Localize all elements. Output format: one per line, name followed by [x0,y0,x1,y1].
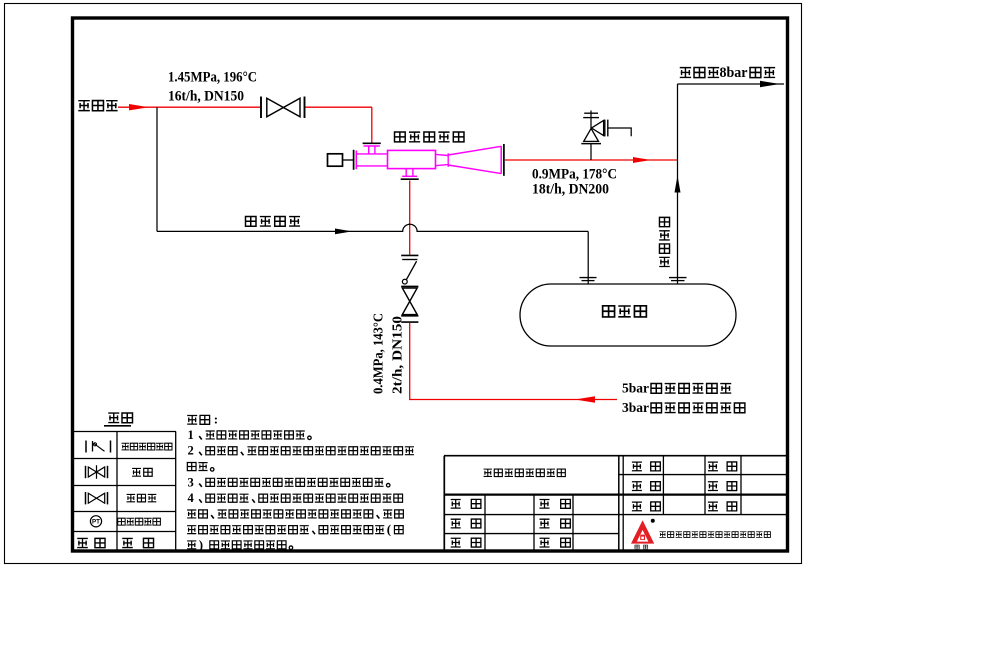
svg-text:0.4MPa, 143°C: 0.4MPa, 143°C [371,313,386,394]
svg-text:): ) [199,537,203,552]
svg-text:18t/h, DN200: 18t/h, DN200 [532,182,609,198]
svg-text:1.45MPa, 196°C: 1.45MPa, 196°C [168,70,257,86]
svg-text:8bar: 8bar [720,65,749,81]
svg-text:3bar: 3bar [622,400,649,415]
svg-text:2: 2 [188,444,194,458]
svg-text:PT: PT [92,519,100,526]
svg-text:5bar: 5bar [622,381,649,396]
svg-text:(: ( [387,522,391,537]
svg-text:2t/h, DN150: 2t/h, DN150 [390,316,405,394]
svg-text:1: 1 [188,428,194,442]
svg-text:4: 4 [188,491,195,505]
svg-text:3: 3 [188,475,194,489]
svg-text:16t/h, DN150: 16t/h, DN150 [168,89,244,105]
svg-text::: : [214,412,218,427]
svg-text:0.9MPa, 178°C: 0.9MPa, 178°C [532,167,617,183]
